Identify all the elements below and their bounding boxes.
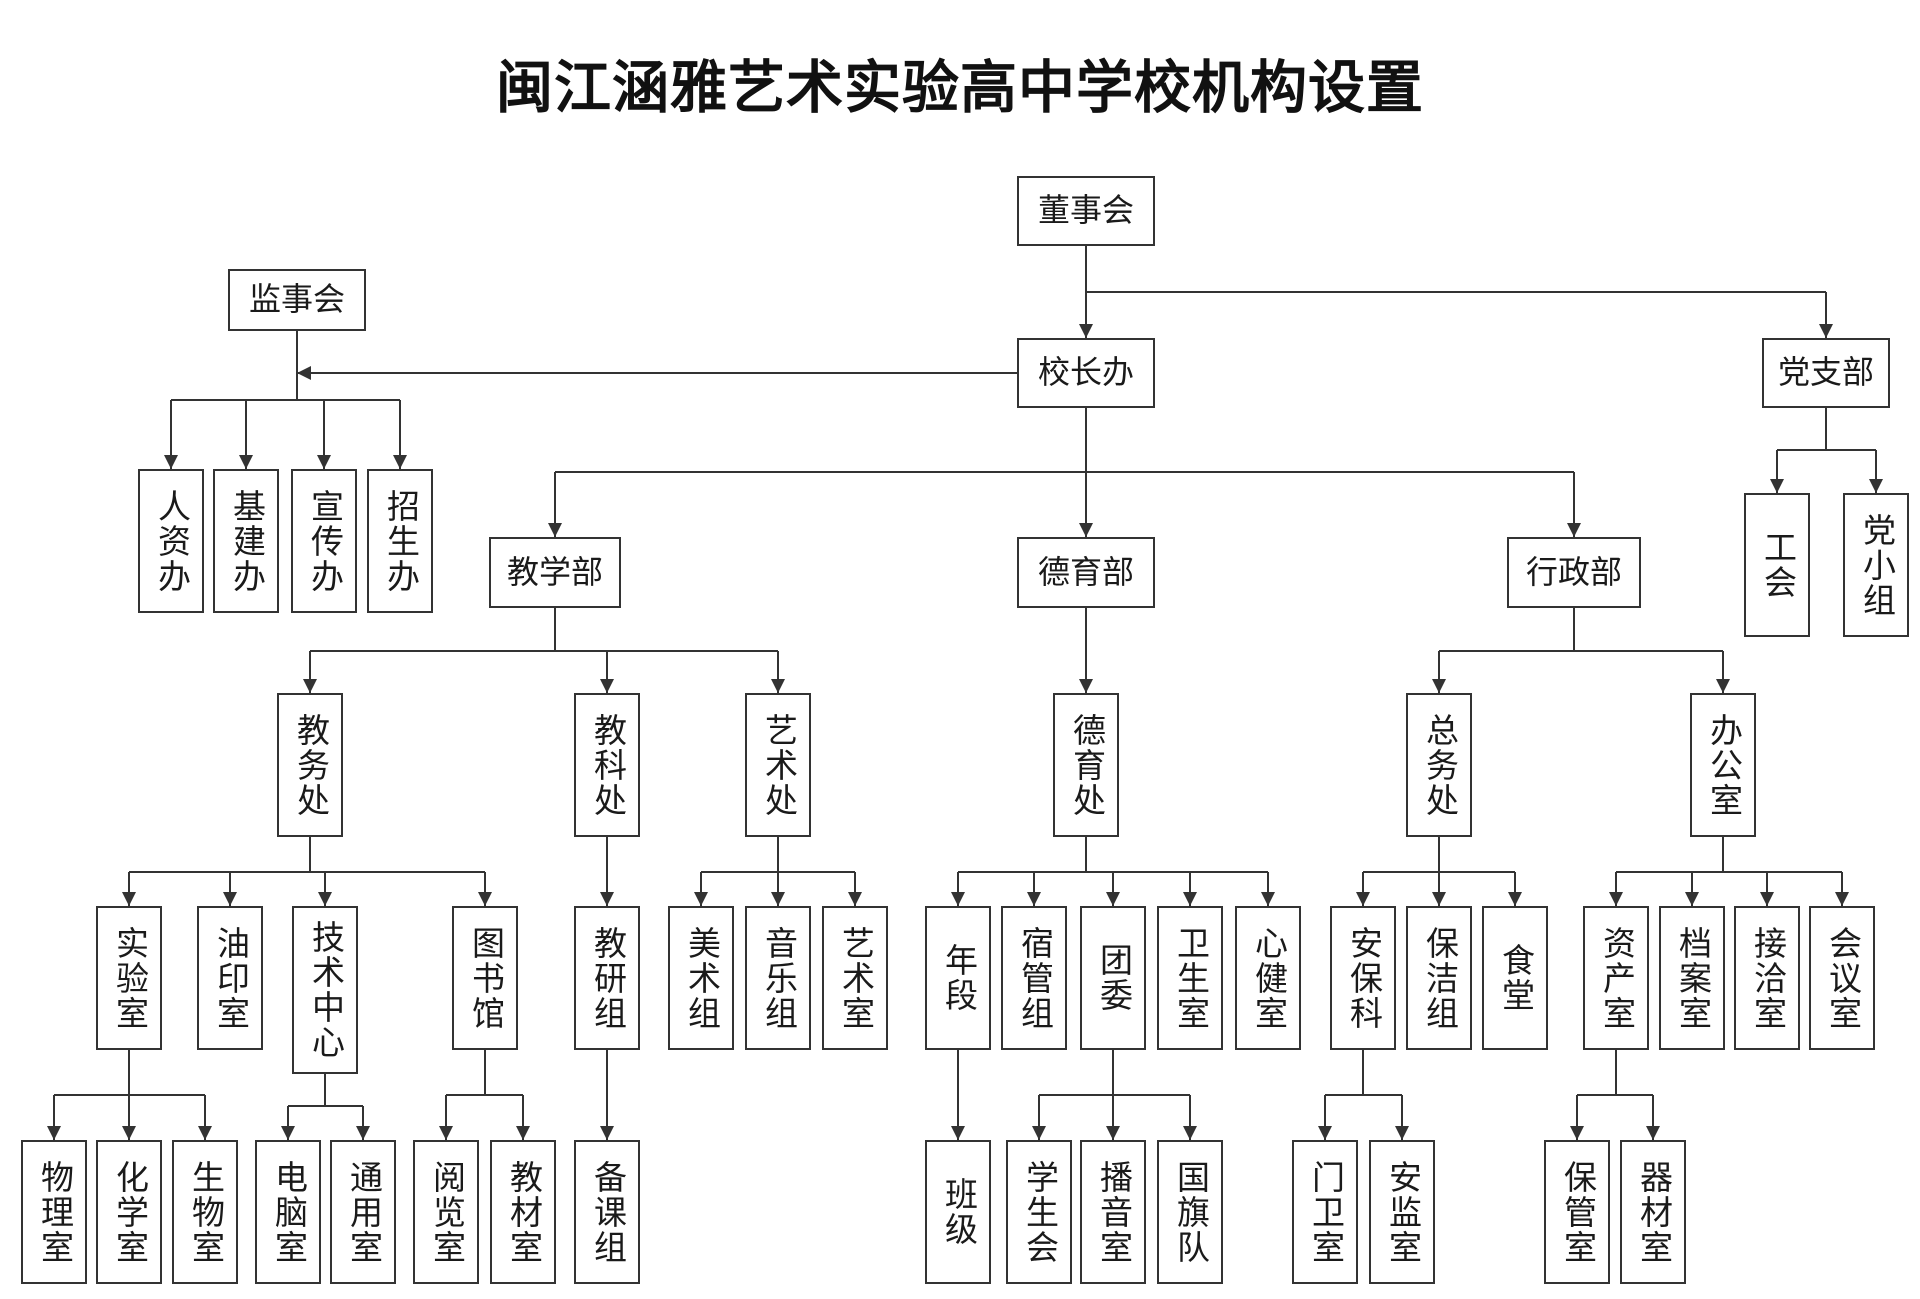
node-jijianban: 基建办 bbox=[213, 469, 279, 613]
node-yishuchu: 艺术处 bbox=[745, 693, 811, 837]
node-jianshihui: 监事会 bbox=[228, 269, 366, 331]
node-qicaishi: 器材室 bbox=[1620, 1140, 1686, 1284]
node-guoqidui: 国旗队 bbox=[1157, 1140, 1223, 1284]
node-anjianshi: 安监室 bbox=[1369, 1140, 1435, 1284]
node-xiaozhangban: 校长办 bbox=[1017, 338, 1155, 408]
node-bangongshi: 办公室 bbox=[1690, 693, 1756, 837]
node-dangxiaozu: 党小组 bbox=[1843, 493, 1909, 637]
node-jiaoxuebu: 教学部 bbox=[489, 537, 621, 608]
node-dongshihui: 董事会 bbox=[1017, 176, 1155, 246]
node-xinjianshi: 心健室 bbox=[1235, 906, 1301, 1050]
node-jieqiashi: 接洽室 bbox=[1734, 906, 1800, 1050]
node-renziban: 人资办 bbox=[138, 469, 204, 613]
node-baojiezu: 保洁组 bbox=[1406, 906, 1472, 1050]
node-zhaoshengban: 招生办 bbox=[367, 469, 433, 613]
node-weishengshi: 卫生室 bbox=[1157, 906, 1223, 1050]
node-yuelanshi: 阅览室 bbox=[413, 1140, 479, 1284]
node-beikezu: 备课组 bbox=[574, 1140, 640, 1284]
node-huiyishi: 会议室 bbox=[1809, 906, 1875, 1050]
node-dangzhibu: 党支部 bbox=[1762, 338, 1890, 408]
node-xingzhengbu: 行政部 bbox=[1507, 537, 1641, 608]
node-youyinshi: 油印室 bbox=[197, 906, 263, 1050]
node-baoguanshi: 保管室 bbox=[1544, 1140, 1610, 1284]
node-zongwuchu: 总务处 bbox=[1406, 693, 1472, 837]
node-jiaowuchu: 教务处 bbox=[277, 693, 343, 837]
node-shengwushi: 生物室 bbox=[172, 1140, 238, 1284]
node-zichanshi: 资产室 bbox=[1583, 906, 1649, 1050]
node-jishuzhongxin: 技术中心 bbox=[292, 906, 358, 1074]
chart-title: 闽江涵雅艺术实验高中学校机构设置 bbox=[496, 54, 1424, 121]
node-jiaoyanzu: 教研组 bbox=[574, 906, 640, 1050]
node-tushuguan: 图书馆 bbox=[452, 906, 518, 1050]
node-danganshi: 档案室 bbox=[1659, 906, 1725, 1050]
node-gonghui: 工会 bbox=[1744, 493, 1810, 637]
node-banji: 班级 bbox=[925, 1140, 991, 1284]
node-boyinshi: 播音室 bbox=[1080, 1140, 1146, 1284]
node-wulishi: 物理室 bbox=[21, 1140, 87, 1284]
node-menweishi: 门卫室 bbox=[1292, 1140, 1358, 1284]
node-tongyongshi: 通用室 bbox=[330, 1140, 396, 1284]
node-deyuchu: 德育处 bbox=[1053, 693, 1119, 837]
node-anbaoke: 安保科 bbox=[1330, 906, 1396, 1050]
node-yishushi: 艺术室 bbox=[822, 906, 888, 1050]
node-diannaoshi: 电脑室 bbox=[255, 1140, 321, 1284]
node-jiaokechu: 教科处 bbox=[574, 693, 640, 837]
node-huaxueshi: 化学室 bbox=[96, 1140, 162, 1284]
node-xuanchuanban: 宣传办 bbox=[291, 469, 357, 613]
node-deyubu: 德育部 bbox=[1017, 537, 1155, 608]
node-meishuzu: 美术组 bbox=[668, 906, 734, 1050]
node-tuanwei: 团委 bbox=[1080, 906, 1146, 1050]
node-shiyanshi: 实验室 bbox=[96, 906, 162, 1050]
node-jiaocaishi: 教材室 bbox=[490, 1140, 556, 1284]
node-yinyuezu: 音乐组 bbox=[745, 906, 811, 1050]
node-suguanzu: 宿管组 bbox=[1001, 906, 1067, 1050]
node-xueshenghui: 学生会 bbox=[1006, 1140, 1072, 1284]
node-shitang: 食堂 bbox=[1482, 906, 1548, 1050]
node-nianduan: 年段 bbox=[925, 906, 991, 1050]
